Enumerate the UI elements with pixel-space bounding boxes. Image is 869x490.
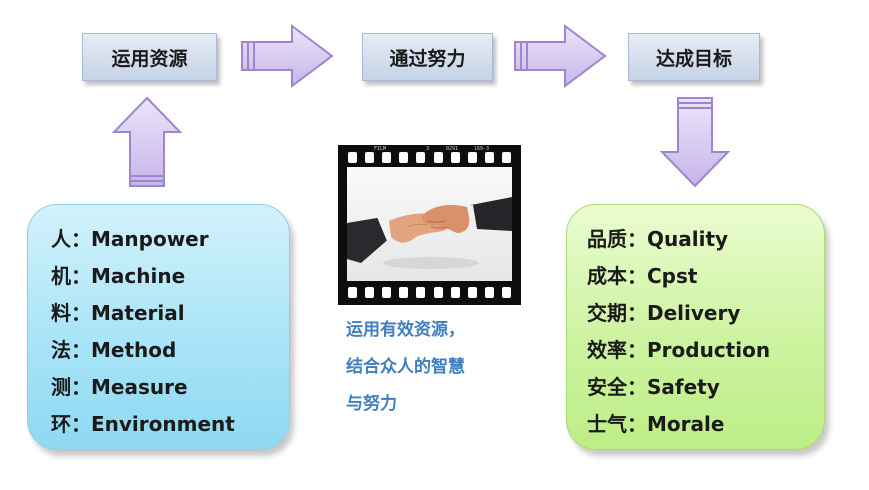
goal-item: 效率：Production — [587, 338, 771, 362]
caption-line: 结合众人的智慧 — [346, 357, 465, 377]
up-arrow-icon — [111, 96, 183, 187]
resource-item: 机：Machine — [51, 264, 186, 288]
film-strip: FILM 3 0291 169-3 — [338, 145, 521, 305]
caption: 运用有效资源， 结合众人的智慧 与努力 — [346, 312, 546, 423]
step-through-effort: 通过努力 — [362, 33, 493, 81]
step-achieve-goal: 达成目标 — [628, 33, 760, 81]
resource-item: 法：Method — [51, 338, 177, 362]
film-perforations-bottom — [348, 287, 511, 298]
caption-line: 运用有效资源， — [346, 320, 465, 340]
goal-item: 品质：Quality — [587, 227, 729, 251]
goal-item: 交期：Delivery — [587, 301, 741, 325]
right-arrow-icon — [241, 24, 334, 88]
resources-panel: 人：Manpower 机：Machine 料：Material 法：Method… — [27, 204, 290, 450]
film-mark: 3 — [426, 146, 430, 152]
goal-item: 成本：Cpst — [587, 264, 698, 288]
caption-line: 与努力 — [346, 394, 397, 414]
film-mark: 0291 — [446, 146, 459, 152]
handshake-photo — [347, 167, 512, 281]
resource-item: 测：Measure — [51, 375, 188, 399]
goal-item: 安全：Safety — [587, 375, 720, 399]
film-mark: 169-3 — [474, 146, 490, 152]
film-perforations-top — [348, 152, 511, 163]
goal-item: 士气：Morale — [587, 412, 725, 436]
down-arrow-icon — [659, 97, 731, 188]
film-mark: FILM — [374, 146, 387, 152]
resource-item: 人：Manpower — [51, 227, 209, 251]
resource-item: 环：Environment — [51, 412, 235, 436]
step-use-resources: 运用资源 — [82, 33, 217, 81]
goals-panel: 品质：Quality 成本：Cpst 交期：Delivery 效率：Produc… — [566, 204, 825, 450]
resource-item: 料：Material — [51, 301, 185, 325]
right-arrow-icon — [514, 24, 607, 88]
